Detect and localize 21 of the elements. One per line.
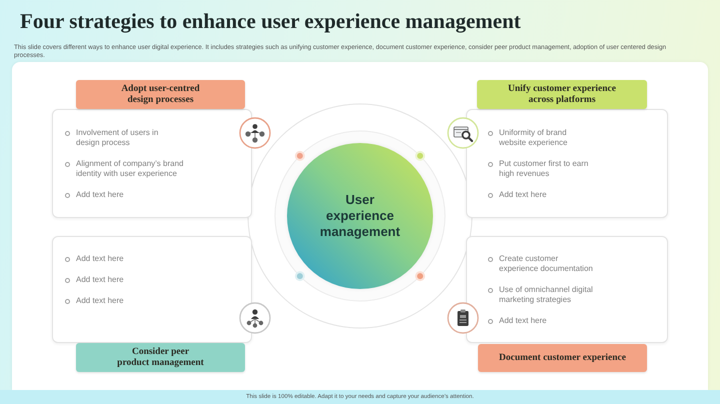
bullet-text: Uniformity of brand website experience (488, 128, 591, 148)
strategy-heading: Consider peer product management (76, 343, 245, 372)
bullet-text: Add text here (65, 254, 192, 264)
bullet-text: Add text here (65, 275, 192, 285)
bullet-text: Involvement of users in design process (65, 128, 171, 148)
strategy-card (466, 109, 668, 218)
strategy-card (466, 236, 668, 343)
strategy-card (52, 236, 252, 343)
bullet-text: Create customer experience documentation (488, 254, 598, 274)
strategy-card (52, 109, 252, 218)
bullet-text: Add text here (65, 296, 192, 306)
strategy-heading: Document customer experience (478, 344, 647, 372)
bullet-text: Use of omnichannel digital marketing strategies (488, 285, 611, 305)
title: Four strategies to enhance user experience management (20, 9, 521, 34)
bullet-text: Add text here (488, 190, 601, 200)
bullet-text: Add text here (65, 190, 192, 200)
strategy-heading: Unify customer experience across platforms (477, 80, 647, 109)
bullet-text: Add text here (488, 316, 611, 326)
strategy-heading: Adopt user-centred design processes (76, 80, 245, 109)
bullet-text: Put customer first to earn high revenues (488, 159, 601, 179)
bullet-text: Alignment of company’s brand identity with user experience (65, 159, 192, 179)
